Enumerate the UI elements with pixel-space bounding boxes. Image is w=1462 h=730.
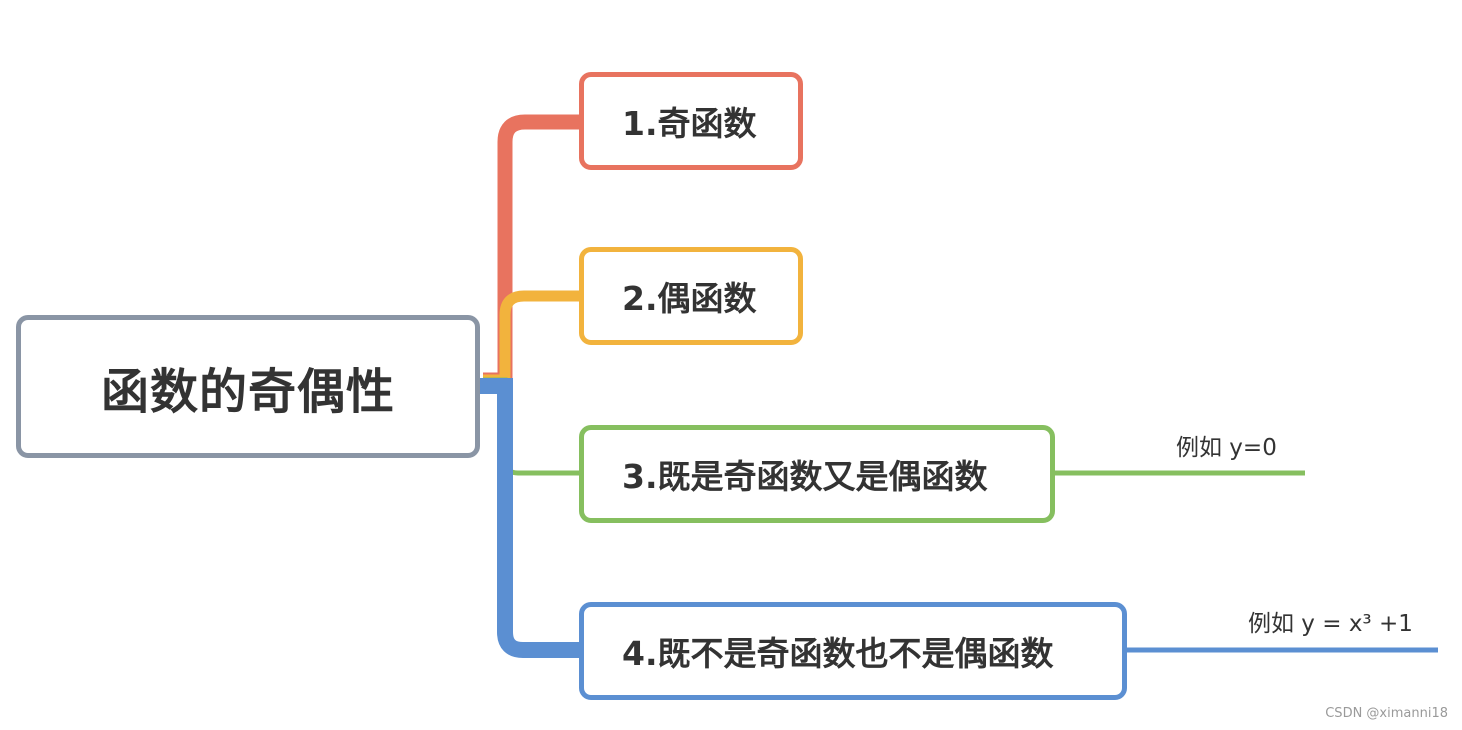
root-node: 函数的奇偶性 <box>16 315 480 458</box>
example-note-3: 例如 y=0 <box>1176 435 1277 461</box>
connector-branch-1 <box>483 114 579 388</box>
branch-label: 2.偶函数 <box>622 279 757 318</box>
branch-label: 3.既是奇函数又是偶函数 <box>622 457 988 496</box>
watermark: CSDN @ximanni18 <box>1325 706 1448 721</box>
branch-label: 4.既不是奇函数也不是偶函数 <box>622 634 1054 673</box>
root-label: 函数的奇偶性 <box>100 363 395 420</box>
connector-branch-4 <box>480 378 579 658</box>
example-note-4: 例如 y = x³ +1 <box>1248 611 1413 637</box>
branch-node-both-odd-and-even: 3.既是奇函数又是偶函数 <box>579 425 1055 523</box>
branch-label: 1.奇函数 <box>622 104 757 143</box>
connector-branch-2 <box>483 290 579 386</box>
branch-node-odd-function: 1.奇函数 <box>579 72 803 170</box>
branch-node-even-function: 2.偶函数 <box>579 247 803 345</box>
branch-node-neither-odd-nor-even: 4.既不是奇函数也不是偶函数 <box>579 602 1127 700</box>
